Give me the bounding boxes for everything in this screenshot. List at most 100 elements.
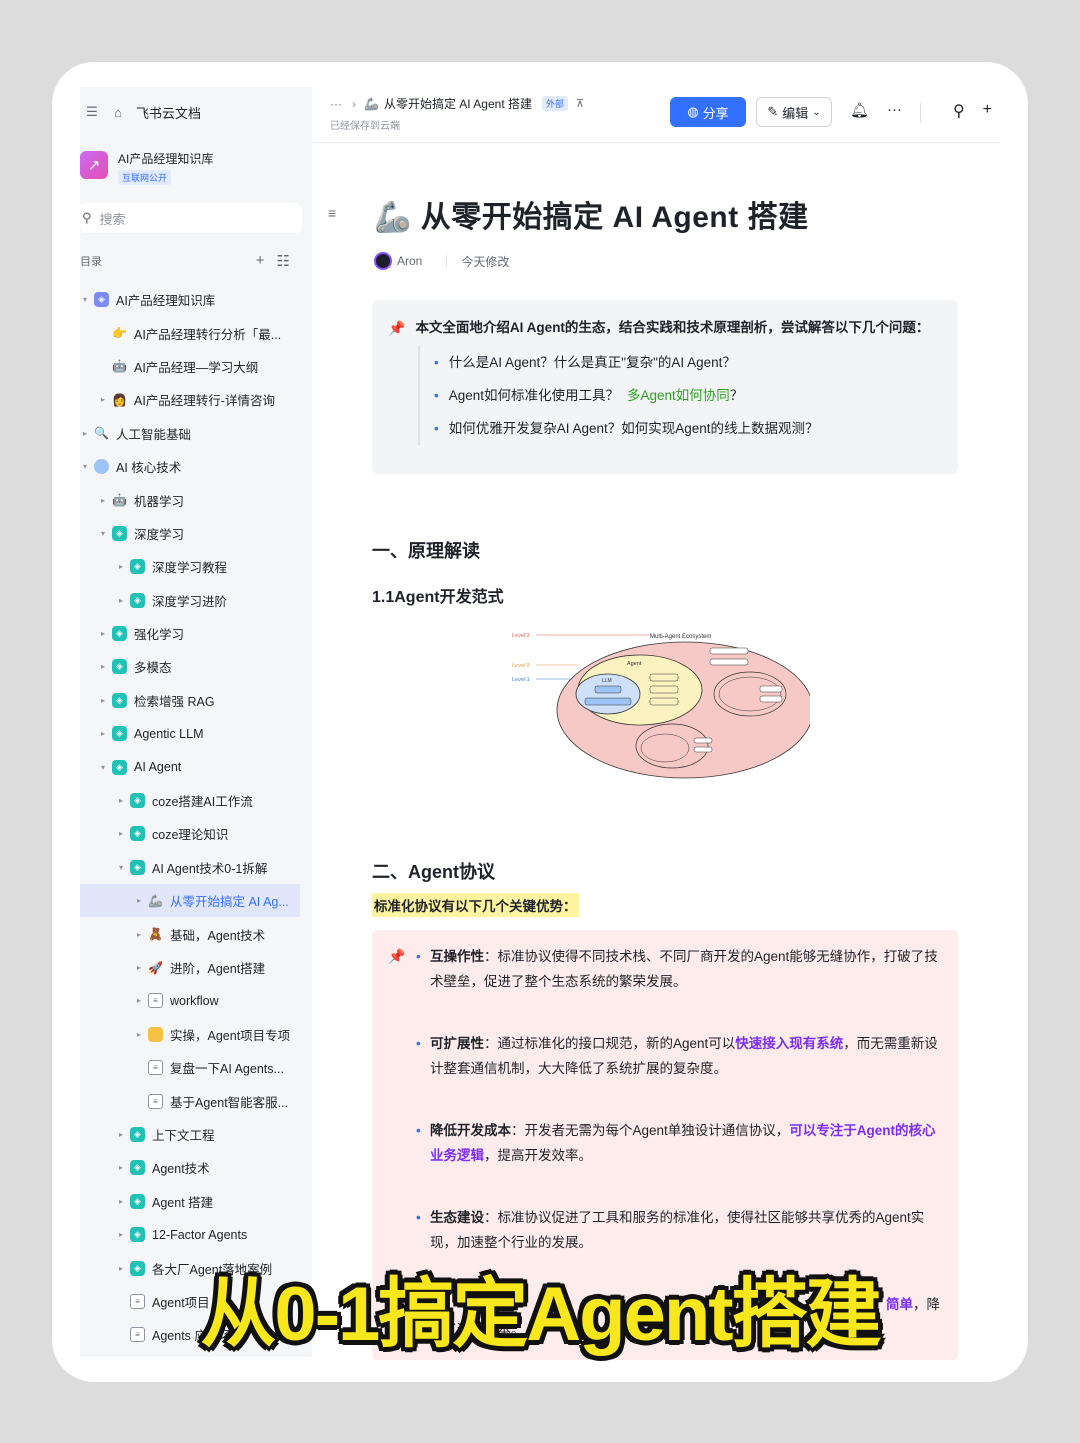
sidebar-tree-item[interactable]: ▾AI 核心技术	[80, 450, 312, 483]
item-2-emphasis: 快速接入现有系统	[735, 1036, 844, 1051]
search-input[interactable]: ⚲ 搜索	[80, 203, 302, 233]
search-icon[interactable]: ⚲	[952, 103, 965, 120]
advantages-callout: 📌 • 互操作性：标准协议使得不同技术栈、不同厂商开发的Agent能够无缝协作，…	[372, 930, 958, 1360]
chevron-right-icon[interactable]: ▸	[100, 662, 105, 672]
chevron-right-icon[interactable]: ▸	[118, 1230, 123, 1240]
llm-box	[584, 697, 632, 706]
overlay-caption: 从0-1搞定Agent搭建	[200, 1272, 881, 1357]
sidebar-tree-item[interactable]: ▸◈强化学习	[80, 617, 312, 650]
intro-callout: 📌 本文全面地介绍AI Agent的生态，结合实践和技术原理剖析，尝试解答以下几…	[372, 300, 958, 474]
edit-button[interactable]: ✎ 编辑 ⌄	[756, 97, 832, 127]
sidebar-tree-item[interactable]: ▸◈coze搭建AI工作流	[80, 784, 312, 817]
sidebar-tree-item[interactable]: ▸◈各大厂Agent落地案例	[80, 1251, 312, 1284]
search-placeholder: 搜索	[99, 211, 126, 227]
sidebar-tree-item[interactable]: ▸🦾从零开始搞定 AI Ag...	[80, 884, 300, 918]
question-3: 如何优雅开发复杂AI Agent？如何实现Agent的线上数据观测？	[448, 421, 819, 436]
sidebar-tree-item[interactable]: ≡Agents 应用场景	[80, 1318, 312, 1351]
chevron-right-icon: ›	[352, 96, 356, 111]
share-button[interactable]: ◍ 分享	[670, 97, 746, 127]
sidebar-tree-item[interactable]: ▸◈Agent 搭建	[80, 1185, 312, 1218]
sidebar-tree-item[interactable]: ▸◈深度学习教程	[80, 550, 312, 583]
list-item: •Agent如何标准化使用工具？多Agent如何协同？	[434, 388, 744, 403]
chevron-right-icon[interactable]: ▸	[118, 1129, 123, 1139]
bell-icon[interactable]: 🔔︎	[850, 102, 870, 119]
chevron-right-icon[interactable]: ▸	[118, 1163, 123, 1173]
sidebar-tree-item[interactable]: ▾◈AI Agent	[80, 750, 312, 783]
chevron-right-icon[interactable]: ▸	[100, 729, 105, 739]
sidebar-tree-item[interactable]: ▸实操，Agent项目专项	[80, 1018, 312, 1051]
chevron-down-icon[interactable]: ▾	[118, 862, 123, 872]
chevron-right-icon[interactable]: ▸	[100, 395, 105, 405]
sidebar-tree-item[interactable]: ≡复盘一下AI Agents...	[80, 1051, 312, 1084]
sidebar-tree-item[interactable]: ▸◈深度学习进阶	[80, 584, 312, 617]
sidebar-tree-item-label: workflow	[170, 993, 219, 1008]
knowledge-base-logo-icon: ↗	[80, 151, 108, 179]
sidebar-tree-item[interactable]: ▾◈深度学习	[80, 517, 312, 550]
chevron-right-icon[interactable]: ▸	[118, 595, 123, 605]
sidebar-tree-item[interactable]: ▸🤖机器学习	[80, 483, 312, 516]
list-view-icon[interactable]: ☷	[276, 253, 290, 270]
author-name[interactable]: Aron	[397, 254, 423, 268]
sidebar-tree-item[interactable]: ▸◈Agentic LLM	[80, 717, 312, 750]
chevron-right-icon[interactable]: ▸	[118, 1196, 123, 1206]
chevron-down-icon[interactable]: ▾	[100, 528, 105, 538]
sidebar-tree-item[interactable]: ▸◈上下文工程	[80, 1118, 312, 1151]
chevron-right-icon[interactable]: ▸	[136, 896, 141, 906]
sidebar-tree-item[interactable]: 🤖AI产品经理—学习大纲	[80, 350, 312, 383]
chevron-right-icon[interactable]: ▸	[118, 829, 123, 839]
chevron-down-icon[interactable]: ▾	[82, 462, 87, 472]
chevron-right-icon[interactable]: ▸	[100, 495, 105, 505]
document-icon: ≡	[130, 1327, 145, 1343]
knowledge-base-header[interactable]: ↗ AI产品经理知识库 互联网公开	[80, 137, 312, 199]
question-list: •什么是AI Agent？什么是真正"复杂"的AI Agent？ •Agent如…	[418, 346, 940, 445]
agent-ellipse-outline	[635, 723, 709, 769]
question-2-link[interactable]: 多Agent如何协同	[627, 388, 730, 403]
chevron-right-icon[interactable]: ▸	[100, 695, 105, 705]
chevron-right-icon[interactable]: ▸	[100, 629, 105, 639]
sidebar-tree-item[interactable]: ▸👩AI产品经理转行-详情咨询	[80, 383, 312, 416]
breadcrumb-more[interactable]: ···	[330, 96, 342, 111]
chevron-right-icon[interactable]: ▸	[136, 1029, 141, 1039]
chevron-right-icon[interactable]: ▸	[118, 796, 123, 806]
document-icon: ≡	[130, 1293, 145, 1309]
breadcrumb-doc-title[interactable]: 从零开始搞定 AI Agent 搭建	[383, 97, 532, 111]
sidebar-tree-item[interactable]: ▾◈AI产品经理知识库	[80, 283, 312, 316]
more-icon[interactable]: ···	[887, 101, 903, 118]
sidebar-tree-item[interactable]: 👉AI产品经理转行分析「最...	[80, 316, 312, 349]
sidebar-tree-item[interactable]: ▸🧸基础，Agent技术	[80, 917, 312, 950]
sidebar-tree-item[interactable]: ▸◈coze理论知识	[80, 817, 312, 850]
add-icon[interactable]: +	[982, 101, 992, 118]
sidebar-tree-item[interactable]: ≡Agent项目	[80, 1285, 312, 1318]
sidebar-tree-item-label: AI Agent技术0-1拆解	[152, 861, 268, 876]
sidebar-tree-item[interactable]: ▾ ◈ AI Agent技术0-1拆解	[80, 851, 312, 884]
chevron-right-icon[interactable]: ▸	[118, 1263, 123, 1273]
avatar[interactable]	[374, 252, 392, 270]
chevron-down-icon[interactable]: ▾	[100, 762, 105, 772]
collapse-sidebar-icon[interactable]: ☰	[86, 104, 98, 119]
sidebar-tree-item[interactable]: ▸◈12-Factor Agents	[80, 1218, 312, 1251]
pin-icon[interactable]: ⊼	[576, 98, 585, 110]
sidebar-tree-item[interactable]: ▸◈Agent技术	[80, 1151, 312, 1184]
agent-label: Agent	[627, 661, 642, 667]
doc-title-emoji-icon: 🦾	[374, 201, 412, 234]
sidebar-tree-item[interactable]: ▸🔍人工智能基础	[80, 417, 312, 450]
add-node-icon[interactable]: +	[255, 252, 265, 269]
wiki-node-icon: ◈	[130, 859, 145, 875]
sidebar-tree-item[interactable]: ≡基于Agent智能客服...	[80, 1084, 312, 1117]
sidebar-tree-item[interactable]: ▸◈检索增强 RAG	[80, 684, 312, 717]
home-icon[interactable]: ⌂	[114, 104, 122, 120]
outline-icon[interactable]: ≡	[328, 205, 337, 221]
sidebar-tree-item[interactable]: ▸◈多模态	[80, 650, 312, 683]
chevron-right-icon[interactable]: ▸	[136, 963, 141, 972]
sidebar-header: ☰ ⌂ 飞书云文档	[80, 87, 312, 137]
wiki-node-icon: ◈	[112, 659, 127, 675]
chevron-right-icon[interactable]: ▸	[136, 929, 141, 939]
chevron-right-icon[interactable]: ▸	[118, 562, 123, 572]
sidebar-tree-item[interactable]: ▸🚀进阶，Agent搭建	[80, 951, 312, 984]
chevron-right-icon[interactable]: ▸	[82, 428, 87, 438]
chevron-right-icon[interactable]: ▸	[136, 996, 141, 1006]
chevron-down-icon[interactable]: ▾	[82, 295, 87, 305]
wiki-node-icon: ◈	[130, 793, 145, 809]
sidebar-tree-item[interactable]: ▸≡workflow	[80, 984, 312, 1017]
list-item: •如何优雅开发复杂AI Agent？如何实现Agent的线上数据观测？	[434, 412, 940, 445]
